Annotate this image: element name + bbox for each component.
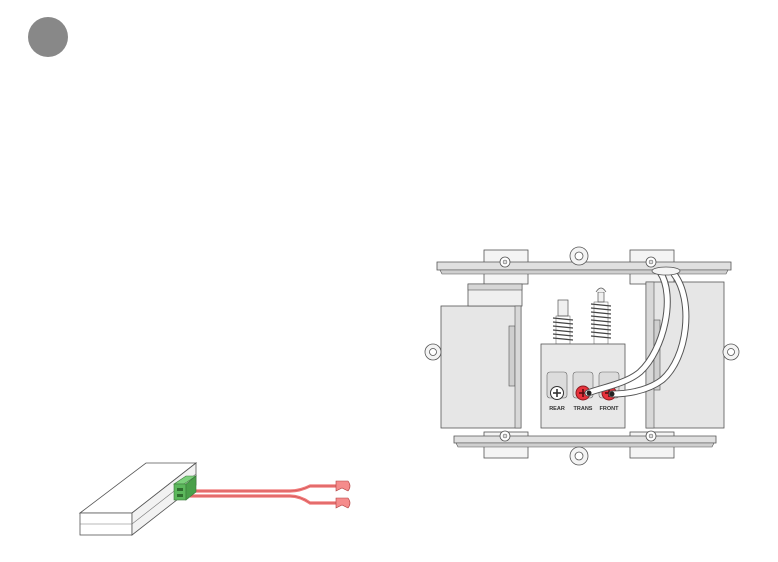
screw-terminal-icon — [551, 387, 564, 400]
wire-grommet-icon — [652, 267, 680, 275]
spade-terminal-icon — [336, 481, 350, 491]
mounting-hole-bottom — [570, 447, 588, 465]
battery-wires — [190, 481, 350, 508]
chime-assembly: REAR TRANS FRONT — [425, 247, 739, 465]
bottom-mounting-rail — [454, 436, 716, 443]
spade-terminal-icon — [336, 498, 350, 508]
mounting-hole-top — [570, 247, 588, 265]
terminal-label-rear: REAR — [549, 406, 565, 412]
solenoid-spring-right — [591, 288, 611, 344]
solenoid-spring-left — [553, 300, 573, 344]
mounting-hole-right — [723, 344, 739, 360]
terminal-label-trans: TRANS — [574, 406, 593, 412]
terminal-label-front: FRONT — [600, 406, 620, 412]
mounting-hole-left — [425, 344, 441, 360]
